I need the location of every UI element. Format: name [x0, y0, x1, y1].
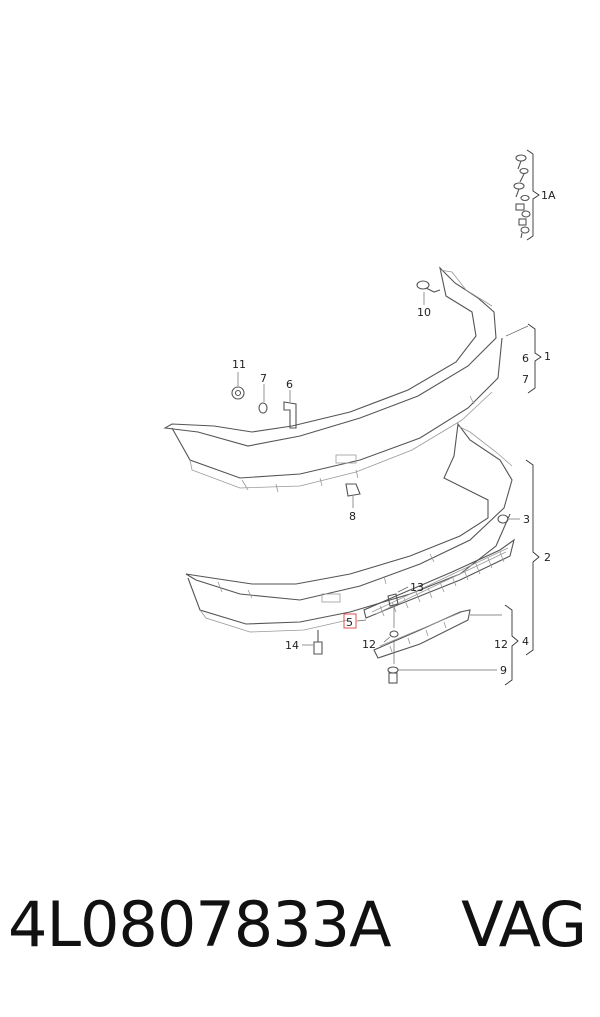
footer: 4L0807833A VAG — [0, 888, 600, 988]
diffuser-panel-4 — [373, 609, 502, 659]
label-14: 14 — [285, 639, 299, 652]
label-1: 1 — [544, 350, 551, 363]
label-8: 8 — [349, 510, 356, 523]
label-4: 4 — [522, 635, 529, 648]
washer-7 — [258, 384, 268, 414]
label-6-left: 6 — [286, 378, 293, 391]
parts-diagram: 1A 6 1 7 10 11 7 6 8 — [163, 149, 556, 686]
label-10: 10 — [417, 306, 431, 319]
label-6: 6 — [522, 352, 529, 365]
label-12-right: 12 — [494, 638, 508, 651]
nut-11 — [231, 372, 245, 400]
label-13: 13 — [410, 581, 424, 594]
label-5-highlight-box — [343, 613, 357, 629]
bracket-2 — [525, 459, 540, 656]
screw-9 — [387, 640, 497, 684]
clip-8 — [345, 483, 361, 508]
hardware-kit-illustration — [513, 154, 531, 239]
bolt-10 — [416, 280, 441, 305]
label-3: 3 — [523, 513, 530, 526]
upper-bumper-cover — [163, 266, 503, 493]
bracket-1a — [526, 149, 540, 241]
label-11: 11 — [232, 358, 246, 371]
part-number: 4L0807833A — [8, 888, 392, 961]
label-1a: 1A — [541, 189, 556, 202]
bracket-12-4 — [504, 604, 519, 686]
washer-12-left — [383, 630, 399, 643]
lower-bumper-cover — [185, 422, 513, 633]
label-9: 9 — [500, 664, 507, 677]
grille-strip-5 — [356, 538, 515, 622]
sensor-3 — [497, 514, 520, 524]
clip-6 — [283, 390, 297, 429]
brand-name: VAG — [461, 888, 587, 961]
clip-13 — [387, 586, 409, 628]
bracket-6-1-7 — [505, 323, 542, 394]
label-5: 5 — [346, 616, 353, 629]
label-7-right: 7 — [522, 373, 529, 386]
label-7-left: 7 — [260, 372, 267, 385]
screw-14 — [302, 630, 323, 655]
label-12-left: 12 — [362, 638, 376, 651]
label-2: 2 — [544, 551, 551, 564]
